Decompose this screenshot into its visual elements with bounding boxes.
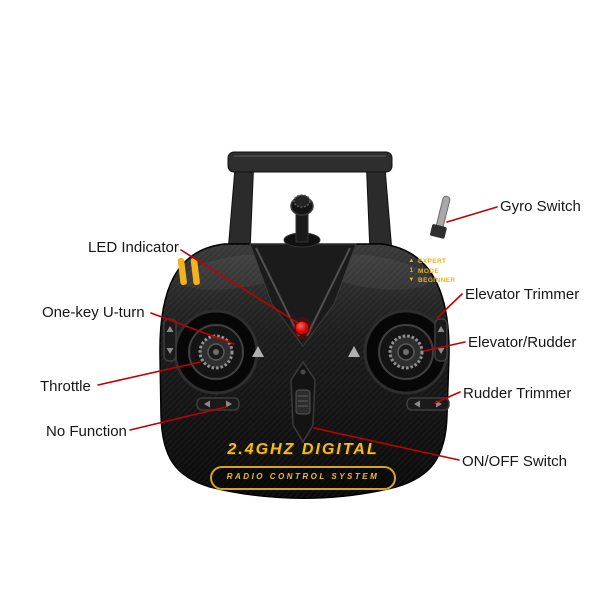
callout-line-on-off-switch bbox=[313, 427, 460, 461]
left-horizontal-trimmer bbox=[196, 397, 240, 411]
carry-handle bbox=[227, 151, 393, 253]
callout-line-gyro-switch bbox=[446, 206, 498, 223]
callout-label-elevator-trimmer: Elevator Trimmer bbox=[465, 286, 580, 303]
callout-label-led-indicator: LED Indicator bbox=[88, 239, 179, 256]
mode-expert-icon: ▲ bbox=[408, 258, 415, 264]
inner-right-button bbox=[348, 346, 360, 357]
mode-mode-label: MODE bbox=[418, 267, 440, 275]
callout-label-on-off-switch: ON/OFF Switch bbox=[462, 453, 568, 470]
callout-line-elevator-rudder bbox=[423, 341, 466, 352]
elevator-trimmer bbox=[434, 318, 448, 362]
brand-strip bbox=[210, 466, 396, 490]
callout-lines bbox=[97, 206, 498, 461]
on-off-switch bbox=[290, 360, 316, 444]
left-control-stick bbox=[173, 309, 259, 395]
right-control-stick bbox=[363, 309, 449, 395]
callout-label-gyro-switch: Gyro Switch bbox=[500, 198, 581, 215]
callout-label-one-key-uturn: One-key U-turn bbox=[42, 304, 145, 321]
brand-text-line2: RADIO CONTROL SYSTEM bbox=[226, 472, 380, 481]
mode-row: ▼ BEGINNER bbox=[408, 276, 456, 286]
callout-label-rudder-trimmer: Rudder Trimmer bbox=[463, 385, 572, 402]
mode-mode-icon: 1 bbox=[409, 267, 414, 274]
callout-label-no-function: No Function bbox=[46, 423, 127, 440]
mode-beginner-icon: ▼ bbox=[408, 277, 415, 283]
callout-line-led-indicator bbox=[180, 249, 299, 324]
callout-line-rudder-trimmer bbox=[434, 391, 461, 404]
mode-row: ▲ EXPERT bbox=[408, 257, 456, 267]
callout-line-elevator-trimmer bbox=[436, 293, 463, 319]
left-vertical-trimmer bbox=[163, 318, 177, 362]
callout-line-one-key-uturn bbox=[150, 312, 235, 345]
callout-label-elevator-rudder: Elevator/Rudder bbox=[468, 334, 577, 351]
one-key-uturn-button bbox=[252, 346, 264, 357]
center-console bbox=[249, 243, 357, 347]
grip-accent-marks bbox=[177, 257, 200, 285]
brand-text-line1: 2.4GHZ DIGITAL bbox=[227, 441, 379, 458]
mode-beginner-label: BEGINNER bbox=[418, 277, 456, 284]
mode-panel: ▲ EXPERT 1 MODE ▼ BEGINNER bbox=[408, 257, 456, 286]
mode-expert-label: EXPERT bbox=[418, 258, 447, 265]
top-knob bbox=[283, 194, 321, 248]
mode-row: 1 MODE bbox=[408, 267, 456, 277]
callout-line-throttle bbox=[97, 361, 201, 386]
callout-line-no-function bbox=[129, 406, 227, 431]
gyro-switch-lever bbox=[430, 195, 451, 239]
callout-label-throttle: Throttle bbox=[40, 378, 91, 395]
